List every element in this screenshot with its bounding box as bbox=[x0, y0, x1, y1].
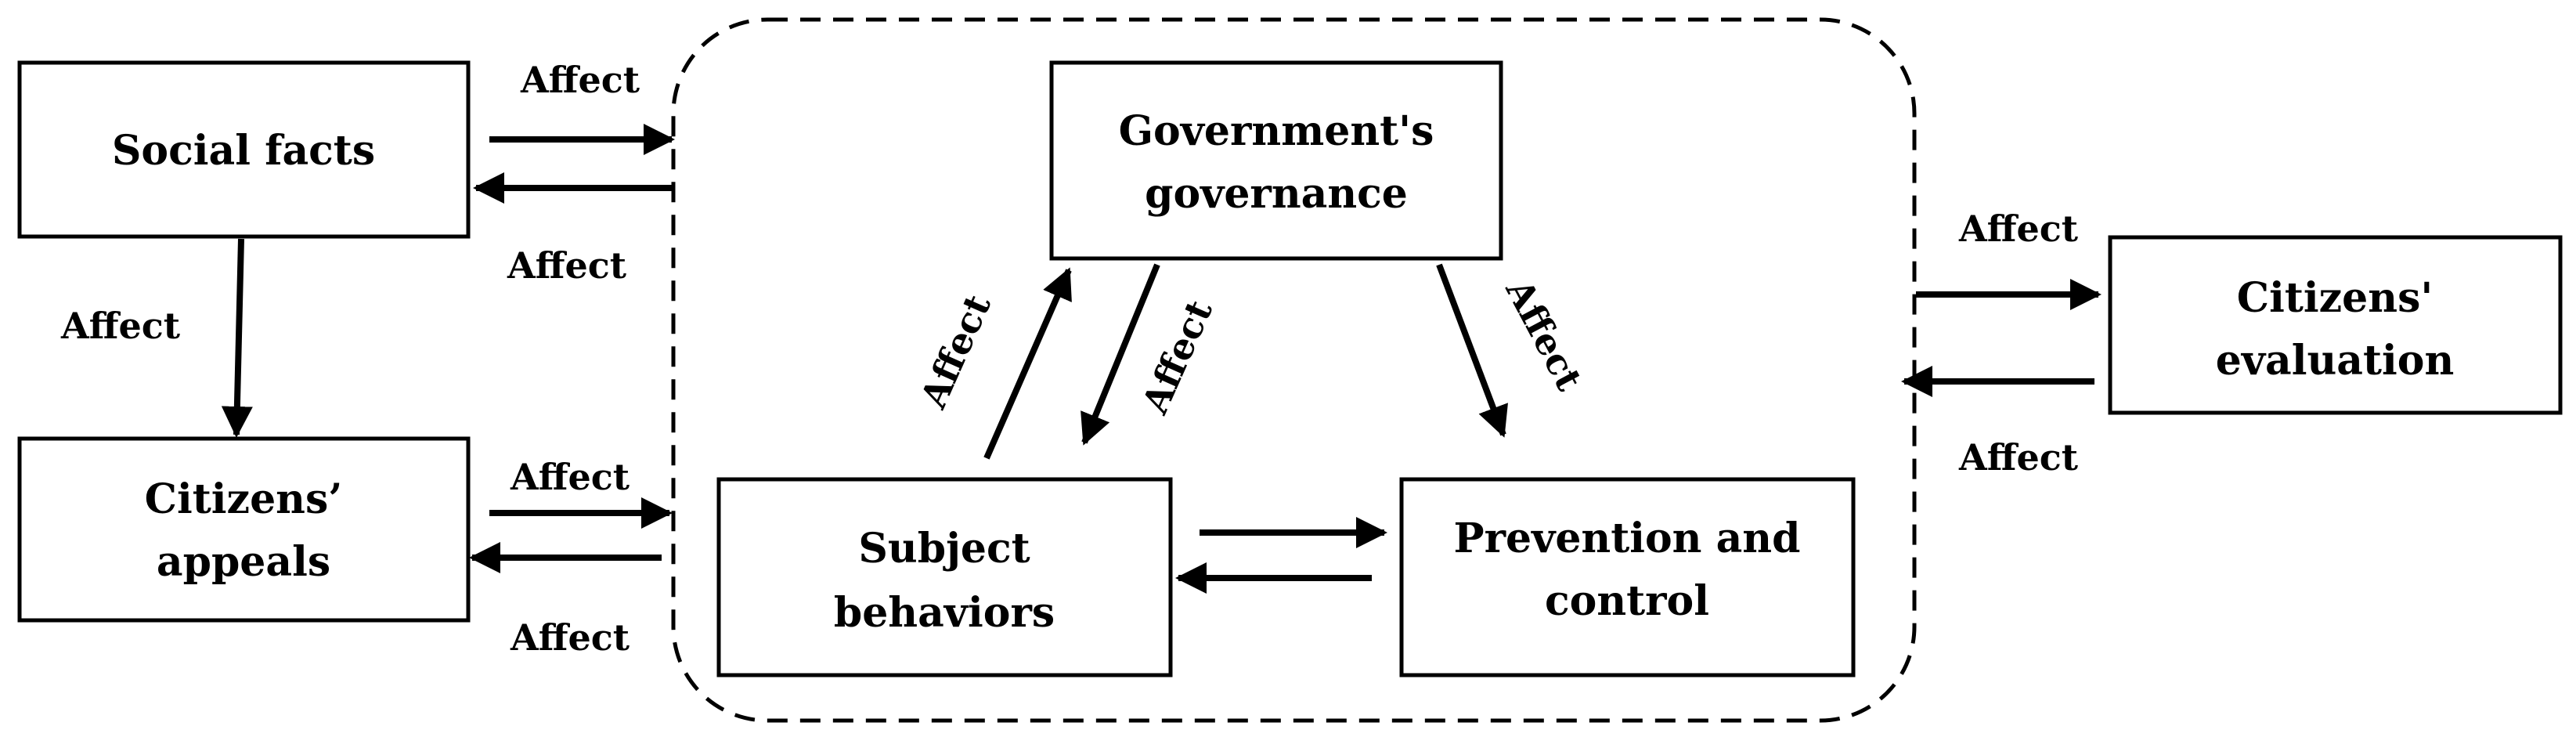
subject-behaviors-label-line1: Subject bbox=[858, 525, 1030, 573]
label-appeals-to-group: Affect bbox=[510, 456, 630, 498]
node-social-facts: Social facts bbox=[17, 60, 471, 239]
arrow-social-facts-to-appeals bbox=[221, 238, 253, 438]
node-subject-behaviors: Subject behaviors bbox=[716, 477, 1173, 677]
label-government-to-subject: Affect bbox=[1133, 293, 1221, 420]
prevention-control-label-line1: Prevention and bbox=[1454, 515, 1801, 562]
government-governance-label-line2: governance bbox=[1145, 170, 1408, 218]
social-facts-label: Social facts bbox=[112, 127, 375, 175]
citizens-appeals-label-line2: appeals bbox=[157, 538, 330, 586]
node-citizens-evaluation: Citizens' evaluation bbox=[2108, 235, 2563, 415]
node-citizens-appeals: Citizens’ appeals bbox=[17, 436, 471, 623]
label-government-to-prevention: Affect bbox=[1497, 272, 1591, 398]
node-government-governance: Government's governance bbox=[1049, 60, 1503, 261]
label-group-to-evaluation: Affect bbox=[1958, 208, 2079, 250]
label-evaluation-to-group: Affect bbox=[1958, 436, 2079, 479]
citizens-evaluation-label-line2: evaluation bbox=[2216, 337, 2455, 385]
citizens-appeals-label-line1: Citizens’ bbox=[145, 475, 343, 523]
subject-behaviors-label-line2: behaviors bbox=[834, 589, 1055, 637]
label-subject-to-government: Affect bbox=[911, 287, 999, 414]
arrow-government-to-prevention bbox=[1436, 263, 1508, 438]
government-governance-label-line1: Government's bbox=[1119, 107, 1434, 155]
arrow-government-to-subject bbox=[1081, 263, 1160, 446]
label-social-facts-to-appeals: Affect bbox=[60, 305, 181, 347]
prevention-control-label-line2: control bbox=[1545, 577, 1709, 625]
arrow-subject-to-government bbox=[983, 267, 1072, 460]
label-social-facts-to-group: Affect bbox=[520, 59, 640, 101]
label-group-to-social-facts: Affect bbox=[507, 244, 627, 287]
label-group-to-appeals: Affect bbox=[510, 616, 630, 659]
node-prevention-control: Prevention and control bbox=[1399, 477, 1856, 677]
citizens-evaluation-label-line1: Citizens' bbox=[2237, 274, 2433, 322]
